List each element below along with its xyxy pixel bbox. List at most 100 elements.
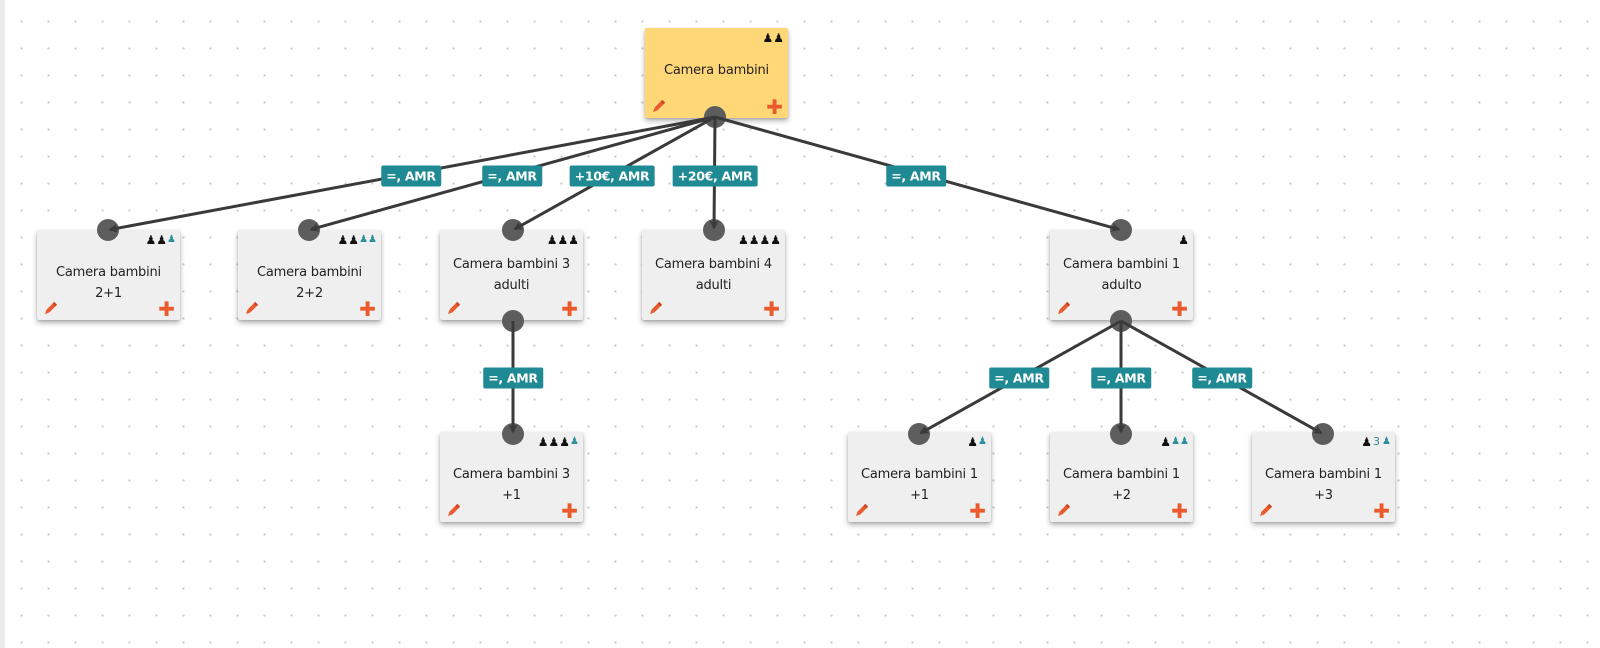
- pencil-icon[interactable]: [853, 503, 869, 519]
- pencil-icon[interactable]: [1055, 301, 1071, 317]
- adult-person-icon: ♟: [1178, 233, 1189, 247]
- plus-icon[interactable]: ✚: [359, 297, 376, 321]
- adult-person-icon: ♟: [546, 233, 558, 247]
- edge-label[interactable]: +10€, AMR: [569, 165, 655, 187]
- node-card[interactable]: ♟♟♟Camera bambini 2+1✚: [37, 230, 180, 320]
- edge-label[interactable]: =, AMR: [886, 165, 946, 187]
- edge-label[interactable]: =, AMR: [381, 165, 441, 187]
- node-title: Camera bambini 1 +1: [861, 467, 978, 503]
- adult-person-icon: ♟: [557, 233, 568, 247]
- connection-port[interactable]: [1110, 219, 1132, 241]
- node-card[interactable]: ♟3♟ Camera bambini 1 +3✚: [1252, 432, 1395, 522]
- node-card[interactable]: ♟♟ Camera bambini 1 +1✚: [848, 432, 991, 522]
- plus-icon[interactable]: ✚: [561, 499, 578, 523]
- pencil-icon[interactable]: [1257, 503, 1273, 519]
- pencil-icon[interactable]: [42, 301, 58, 317]
- adult-person-icon: ♟: [759, 233, 770, 247]
- connection-port[interactable]: [1110, 310, 1132, 332]
- connection-port[interactable]: [1110, 423, 1132, 445]
- plus-icon[interactable]: ✚: [969, 499, 986, 523]
- adult-person-icon: ♟: [537, 435, 549, 449]
- child-person-icon: ♟: [1171, 436, 1180, 447]
- node-title: Camera bambini 2+2: [257, 265, 362, 301]
- node-title: Camera bambini 1 +2: [1063, 467, 1180, 503]
- plus-icon[interactable]: ✚: [561, 297, 578, 321]
- pencil-icon[interactable]: [647, 301, 663, 317]
- occupancy-icons: ♟♟♟♟: [737, 233, 781, 247]
- node-title: Camera bambini 3 +1: [453, 467, 570, 503]
- root-node-card[interactable]: ♟♟ Camera bambini ✚: [645, 28, 788, 118]
- connection-port[interactable]: [502, 310, 524, 332]
- connection-port[interactable]: [703, 219, 725, 241]
- edge-label[interactable]: +20€, AMR: [672, 165, 758, 187]
- adult-person-icon: ♟: [1361, 435, 1372, 449]
- node-card[interactable]: ♟♟♟♟Camera bambini 3 +1✚: [440, 432, 583, 522]
- edge-label[interactable]: =, AMR: [989, 367, 1049, 389]
- adult-person-icon: ♟: [770, 233, 781, 247]
- adult-person-icon: ♟: [773, 31, 784, 45]
- node-card[interactable]: ♟♟♟Camera bambini 3 adulti✚: [440, 230, 583, 320]
- node-title: Camera bambini 2+1: [56, 265, 161, 301]
- adult-person-icon: ♟: [737, 233, 749, 247]
- occupancy-icons: ♟♟♟♟: [337, 233, 377, 247]
- node-title: Camera bambini 1 adulto: [1063, 257, 1180, 293]
- adult-person-icon: ♟: [568, 233, 579, 247]
- adult-person-icon: ♟: [1160, 435, 1171, 449]
- occupancy-icons: ♟♟♟: [546, 233, 579, 247]
- node-card[interactable]: ♟ Camera bambini 1 adulto ✚: [1050, 230, 1193, 320]
- occupancy-icons: ♟3♟: [1361, 435, 1391, 449]
- child-person-icon: ♟: [359, 234, 368, 245]
- child-person-icon: ♟: [368, 234, 377, 245]
- occupancy-icons: ♟♟♟♟: [537, 435, 579, 449]
- adult-person-icon: ♟: [762, 31, 773, 45]
- plus-icon[interactable]: ✚: [763, 297, 780, 321]
- edge-label[interactable]: =, AMR: [483, 367, 543, 389]
- adult-person-icon: ♟: [348, 233, 359, 247]
- connection-port[interactable]: [704, 106, 726, 128]
- occupancy-icons: ♟: [1178, 233, 1189, 247]
- connection-port[interactable]: [298, 219, 320, 241]
- plus-icon[interactable]: ✚: [766, 95, 783, 119]
- node-title: Camera bambini 1 +3: [1265, 467, 1382, 503]
- connection-port[interactable]: [908, 423, 930, 445]
- connection-port[interactable]: [502, 423, 524, 445]
- connection-port[interactable]: [1312, 423, 1334, 445]
- occupancy-icons: ♟♟♟: [1160, 435, 1189, 449]
- child-person-icon: ♟: [167, 234, 176, 245]
- occupancy-icons: ♟♟: [762, 31, 784, 45]
- connection-port[interactable]: [502, 219, 524, 241]
- edge-label[interactable]: =, AMR: [482, 165, 542, 187]
- adult-person-icon: ♟: [145, 233, 157, 247]
- pencil-icon[interactable]: [243, 301, 259, 317]
- pencil-icon[interactable]: [445, 503, 461, 519]
- node-title: Camera bambini 4 adulti: [655, 257, 772, 293]
- pencil-icon[interactable]: [650, 99, 666, 115]
- connection-port[interactable]: [97, 219, 119, 241]
- occupancy-icons: ♟♟: [967, 435, 987, 449]
- children-count: 3: [1373, 435, 1381, 448]
- adult-person-icon: ♟: [548, 435, 560, 449]
- node-card[interactable]: ♟♟♟Camera bambini 1 +2✚: [1050, 432, 1193, 522]
- adult-person-icon: ♟: [337, 233, 349, 247]
- pencil-icon[interactable]: [445, 301, 461, 317]
- child-person-icon: ♟: [1382, 436, 1391, 447]
- plus-icon[interactable]: ✚: [1171, 297, 1188, 321]
- canvas-left-border: [0, 0, 5, 648]
- adult-person-icon: ♟: [559, 435, 570, 449]
- child-person-icon: ♟: [978, 436, 987, 447]
- pencil-icon[interactable]: [1055, 503, 1071, 519]
- child-person-icon: ♟: [570, 436, 579, 447]
- edge-label[interactable]: =, AMR: [1091, 367, 1151, 389]
- child-person-icon: ♟: [1180, 436, 1189, 447]
- adult-person-icon: ♟: [748, 233, 760, 247]
- node-title: Camera bambini: [664, 63, 769, 78]
- adult-person-icon: ♟: [156, 233, 167, 247]
- node-card[interactable]: ♟♟♟♟Camera bambini 4 adulti✚: [642, 230, 785, 320]
- adult-person-icon: ♟: [967, 435, 978, 449]
- plus-icon[interactable]: ✚: [158, 297, 175, 321]
- node-title: Camera bambini 3 adulti: [453, 257, 570, 293]
- plus-icon[interactable]: ✚: [1171, 499, 1188, 523]
- edge-label[interactable]: =, AMR: [1192, 367, 1252, 389]
- node-card[interactable]: ♟♟♟♟Camera bambini 2+2✚: [238, 230, 381, 320]
- plus-icon[interactable]: ✚: [1373, 499, 1390, 523]
